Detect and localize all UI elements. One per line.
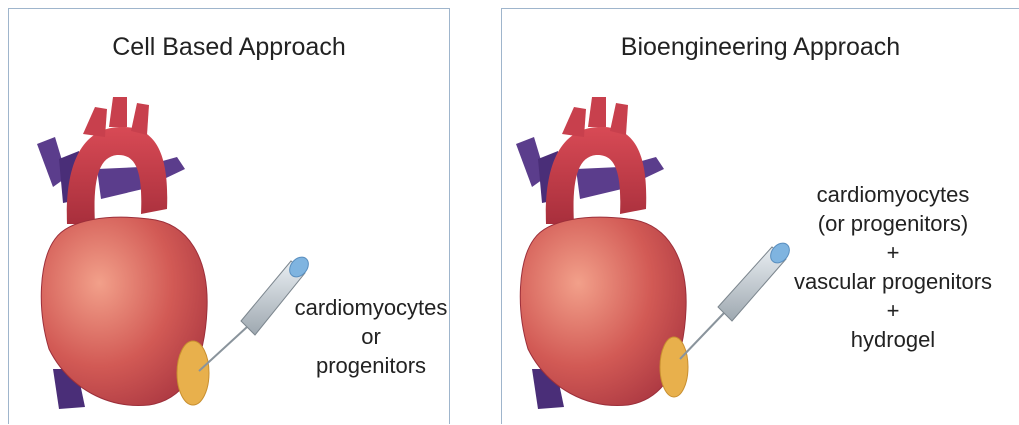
caption-line: + bbox=[788, 238, 998, 267]
cell-based-panel: Cell Based Approach bbox=[8, 8, 450, 424]
caption-line: + bbox=[788, 296, 998, 325]
caption-line: cardiomyocytes bbox=[788, 180, 998, 209]
caption-line: progenitors bbox=[271, 351, 471, 380]
cell-caption: cardiomyocytes or progenitors bbox=[271, 293, 471, 380]
caption-line: (or progenitors) bbox=[788, 209, 998, 238]
aorta-icon bbox=[546, 97, 646, 224]
syringe-icon bbox=[680, 239, 793, 359]
caption-line: or bbox=[271, 322, 471, 351]
aorta-icon bbox=[67, 97, 167, 224]
bioengineering-caption: cardiomyocytes (or progenitors) + vascul… bbox=[788, 180, 998, 354]
bioengineering-panel: Bioengineering Approach bbox=[501, 8, 1019, 424]
caption-line: hydrogel bbox=[788, 325, 998, 354]
cell-patch-icon bbox=[660, 337, 688, 397]
caption-line: cardiomyocytes bbox=[271, 293, 471, 322]
cell-patch-icon bbox=[177, 341, 209, 405]
caption-line: vascular progenitors bbox=[788, 267, 998, 296]
